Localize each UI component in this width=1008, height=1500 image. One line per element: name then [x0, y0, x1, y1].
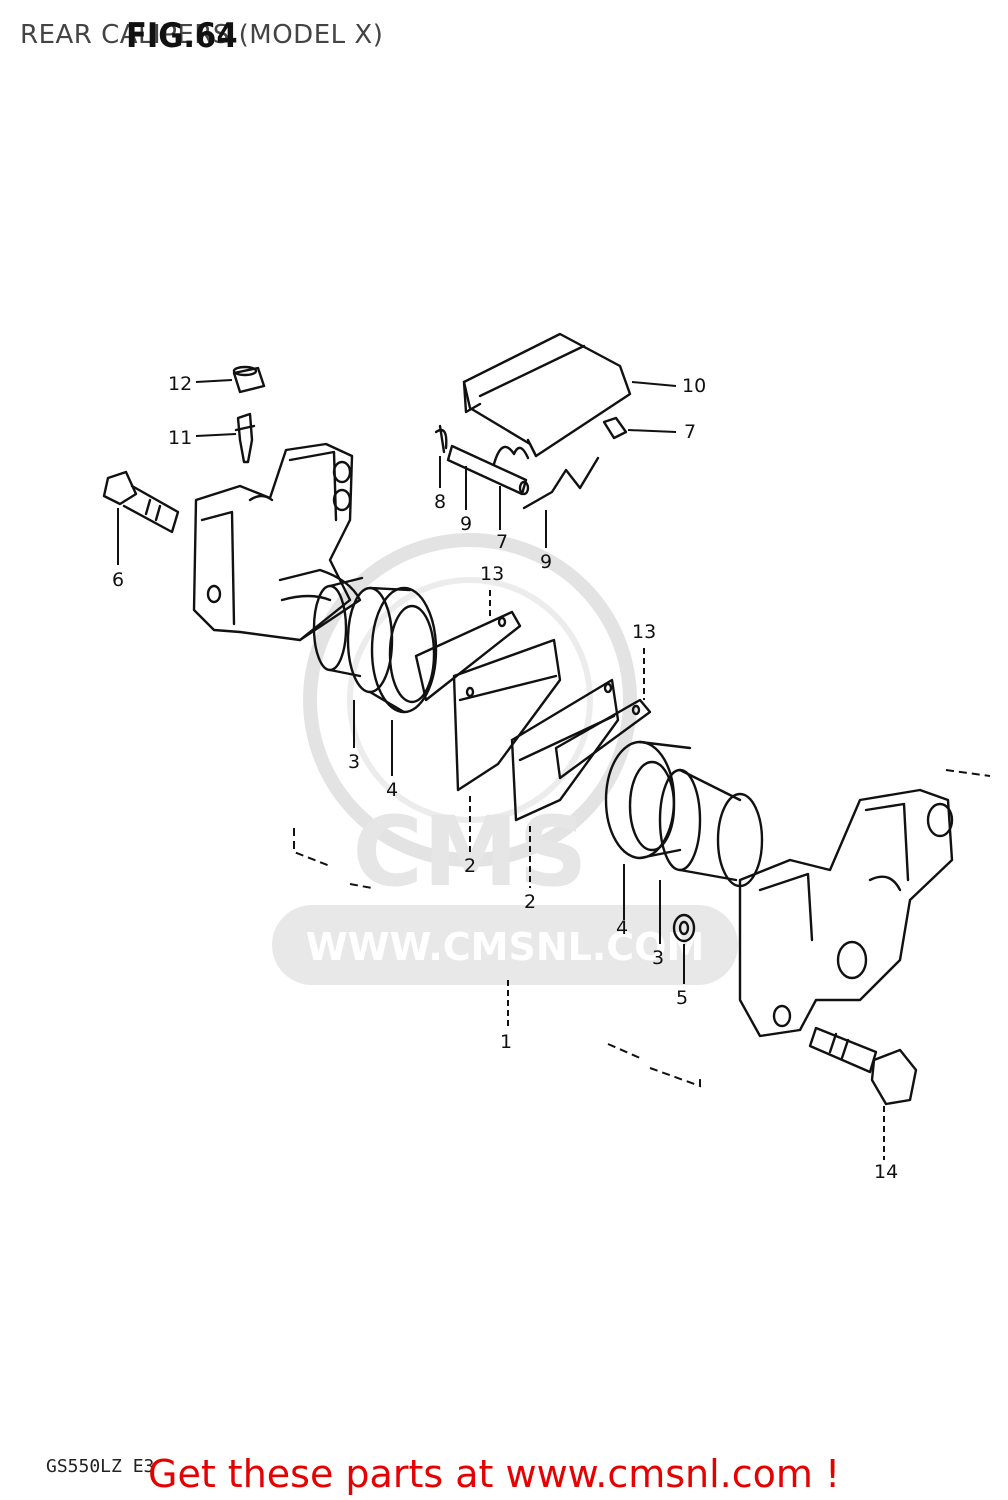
callout-10: 10	[682, 375, 706, 397]
callout-4-right: 4	[616, 917, 628, 939]
part-11-bleeder	[234, 412, 256, 464]
callouts: 12 11 6 10 7 8 9 7 9 13 13 3 4 2 2 4 3 5…	[112, 373, 898, 1183]
callout-14: 14	[874, 1161, 898, 1183]
part-5-plug	[672, 913, 696, 943]
callout-3-right: 3	[652, 947, 664, 969]
seal-4-left	[346, 586, 438, 714]
caliper-body-left	[192, 442, 362, 642]
part-10-pad-cover	[462, 332, 632, 458]
part-9-spring-lower	[522, 456, 600, 510]
callout-6: 6	[112, 569, 124, 591]
callout-1: 1	[500, 1031, 512, 1053]
callout-12: 12	[168, 373, 192, 395]
part-14-bolt	[808, 1026, 918, 1106]
callout-3-left: 3	[348, 751, 360, 773]
callout-4-left: 4	[386, 779, 398, 801]
callout-13-right: 13	[632, 621, 656, 643]
callout-9-lower: 9	[540, 551, 552, 573]
part-12-cap	[232, 365, 266, 394]
callout-11: 11	[168, 427, 192, 449]
callout-13-left: 13	[480, 563, 504, 585]
callout-7-top: 7	[684, 421, 696, 443]
pad-2-left	[452, 638, 562, 792]
piston-3-right	[658, 768, 764, 888]
diagram-title: REAR CALIPERS (MODEL X)	[20, 20, 384, 50]
model-code: GS550LZ E3	[46, 1456, 155, 1477]
part-7-pin-top	[602, 416, 628, 440]
watermark-url: WWW.CMSNL.COM	[306, 925, 705, 969]
callout-9-upper: 9	[460, 513, 472, 535]
watermark-logo-circle	[303, 533, 637, 867]
callout-2-right: 2	[524, 891, 536, 913]
callout-8: 8	[434, 491, 446, 513]
seal-4-right	[604, 740, 692, 860]
part-6-bolt	[102, 470, 180, 534]
watermark-url-band	[272, 905, 738, 985]
callout-2-left: 2	[464, 855, 476, 877]
callout-7-pin: 7	[496, 531, 508, 553]
part-9-spring-upper	[492, 445, 530, 466]
callout-5: 5	[676, 987, 688, 1009]
caliper-body-right	[738, 788, 954, 1038]
shim-13-right	[554, 698, 652, 780]
part-8-clip	[434, 424, 448, 454]
part-7-pad-pin	[446, 444, 530, 496]
leader-lines	[117, 379, 991, 1160]
shop-link-banner[interactable]: Get these parts at www.cmsnl.com !	[148, 1452, 841, 1496]
figure-number: FIG.64	[126, 16, 238, 56]
shim-13-left	[414, 610, 522, 702]
